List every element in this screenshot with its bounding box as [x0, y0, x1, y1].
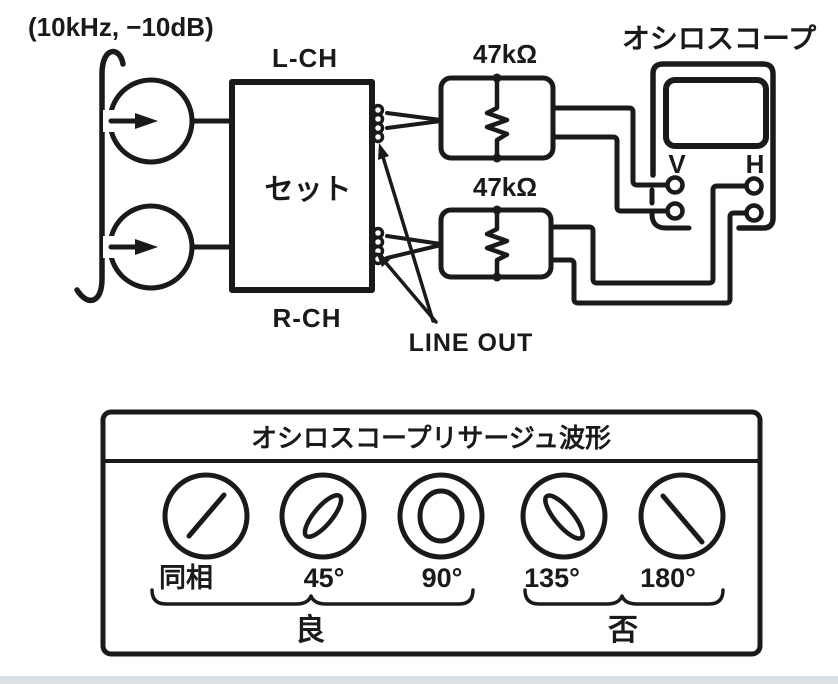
arrow-icon	[135, 239, 158, 255]
source-cable	[74, 48, 126, 304]
wire-v-top	[550, 105, 669, 188]
wire-h-top	[548, 183, 748, 286]
load-bottom-label: 47kΩ	[473, 172, 537, 202]
bad-group-brace	[523, 588, 725, 606]
good-group-brace	[150, 588, 475, 606]
line-out-label: LINE OUT	[409, 329, 534, 357]
panel-title: オシロスコープリサージュ波形	[251, 423, 611, 453]
v-terminal-top	[665, 175, 685, 195]
oscilloscope-label: オシロスコープ	[622, 23, 817, 54]
v-terminal-bottom	[665, 201, 685, 221]
lissajous-panel: オシロスコープリサージュ波形 同相 45° 90° 135°	[100, 409, 763, 657]
signal-plug-left	[103, 77, 195, 165]
device-label: セット	[264, 174, 351, 206]
pattern-45: 45°	[279, 472, 367, 593]
pattern-90: 90°	[397, 472, 485, 593]
signal-plug-right	[103, 203, 195, 291]
oscilloscope-case	[650, 61, 776, 231]
case-dashed-corner	[649, 211, 692, 231]
pattern-label: 135°	[524, 563, 580, 593]
vertical-input-label: V	[668, 149, 686, 179]
arrow-icon	[378, 143, 389, 160]
load-top-resistor	[438, 73, 556, 163]
horizontal-input-label: H	[746, 149, 765, 179]
pattern-label: 180°	[640, 563, 696, 593]
pattern-label: 90°	[422, 563, 463, 593]
oscilloscope-screen	[663, 77, 769, 149]
arrow-icon	[135, 113, 158, 129]
pattern-135: 135°	[520, 472, 608, 593]
wire-v-bottom	[550, 134, 669, 214]
panel-border	[100, 409, 763, 657]
line-out-callout: LINE OUT	[376, 143, 534, 357]
wire-h-bottom	[548, 210, 748, 306]
pattern-label: 同相	[159, 563, 213, 593]
load-top-label: 47kΩ	[473, 39, 537, 69]
h-terminal-top	[744, 176, 764, 196]
left-channel-label: L-CH	[272, 43, 338, 73]
good-group-label: 良	[295, 613, 325, 647]
bad-group-label: 否	[608, 614, 638, 647]
device-box	[229, 79, 375, 293]
right-channel-label: R-CH	[273, 303, 342, 333]
line-out-jack-lower	[371, 226, 443, 266]
page-edge-band	[0, 676, 838, 684]
load-bottom-resistor	[438, 205, 554, 282]
h-terminal-bottom	[744, 203, 764, 223]
arrow-icon	[376, 252, 390, 267]
source-signal-label: (10kHz, −10dB)	[28, 12, 214, 42]
pattern-180: 180°	[638, 472, 726, 593]
pattern-label: 45°	[304, 563, 345, 593]
line-out-jack-upper	[371, 103, 443, 144]
oscilloscope: V H	[649, 61, 776, 231]
pattern-inphase: 同相	[159, 472, 250, 593]
